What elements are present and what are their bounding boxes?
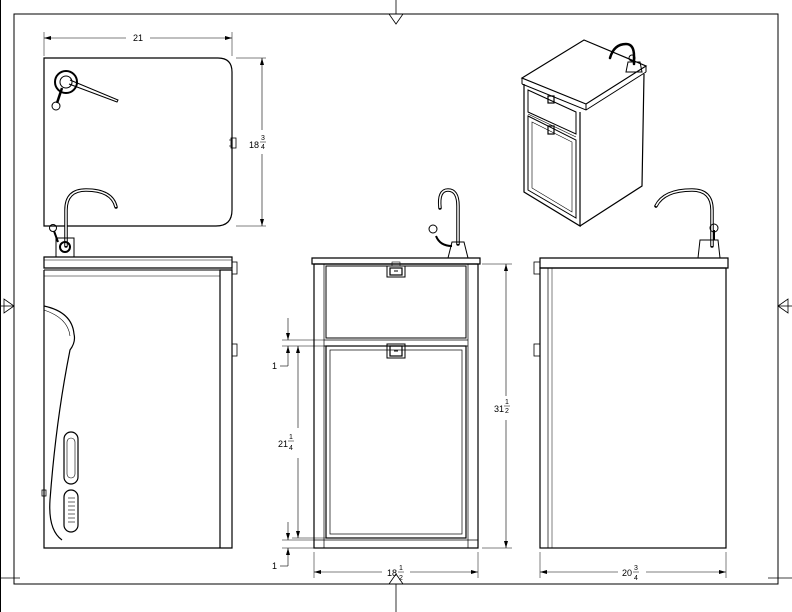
dimension-top-depth: 18 3 4 (236, 57, 266, 227)
dimension-side-depth: 20 3 4 (539, 552, 727, 582)
dim-top-depth-den: 4 (261, 144, 265, 151)
centering-mark-right (777, 298, 789, 314)
front-view (311, 188, 481, 549)
dimension-front-width: 18 1 2 (313, 552, 479, 582)
dim-top-width-text: 21 (133, 33, 143, 43)
dim-front-height-whole: 31 (494, 404, 504, 414)
dimension-gap-lower: 1 (272, 522, 314, 571)
dim-side-depth-whole: 20 (622, 568, 632, 578)
dim-top-depth-num: 3 (261, 135, 265, 142)
centering-mark-left (3, 298, 15, 314)
vent-grille (68, 497, 75, 523)
dim-top-depth-whole: 18 (249, 140, 259, 150)
centering-mark-top (388, 13, 404, 25)
centering-mark-bottom (388, 573, 404, 585)
dim-front-width-num: 1 (399, 565, 403, 572)
dim-door-height-num: 1 (289, 434, 293, 441)
dim-side-depth-den: 4 (634, 575, 638, 582)
dim-gap-lower-text: 1 (272, 561, 277, 571)
dim-door-height-whole: 21 (278, 439, 288, 449)
right-side-view (533, 188, 729, 549)
dimension-front-height: 31 1 2 (482, 263, 512, 549)
left-side-view (41, 188, 238, 549)
dim-side-depth-num: 3 (634, 565, 638, 572)
isometric-view (520, 39, 648, 228)
dim-door-height-den: 4 (289, 445, 293, 452)
dim-front-width-den: 2 (399, 575, 403, 582)
dimension-gap-upper: 1 (272, 318, 324, 371)
top-view (43, 57, 237, 227)
dim-front-width-whole: 18 (387, 568, 397, 578)
dim-front-height-den: 2 (505, 408, 509, 415)
dim-gap-upper-text: 1 (272, 361, 277, 371)
dim-front-height-num: 1 (505, 399, 509, 406)
dimension-top-width: 21 (43, 32, 233, 56)
dimension-door-height: 21 1 4 (278, 345, 326, 539)
